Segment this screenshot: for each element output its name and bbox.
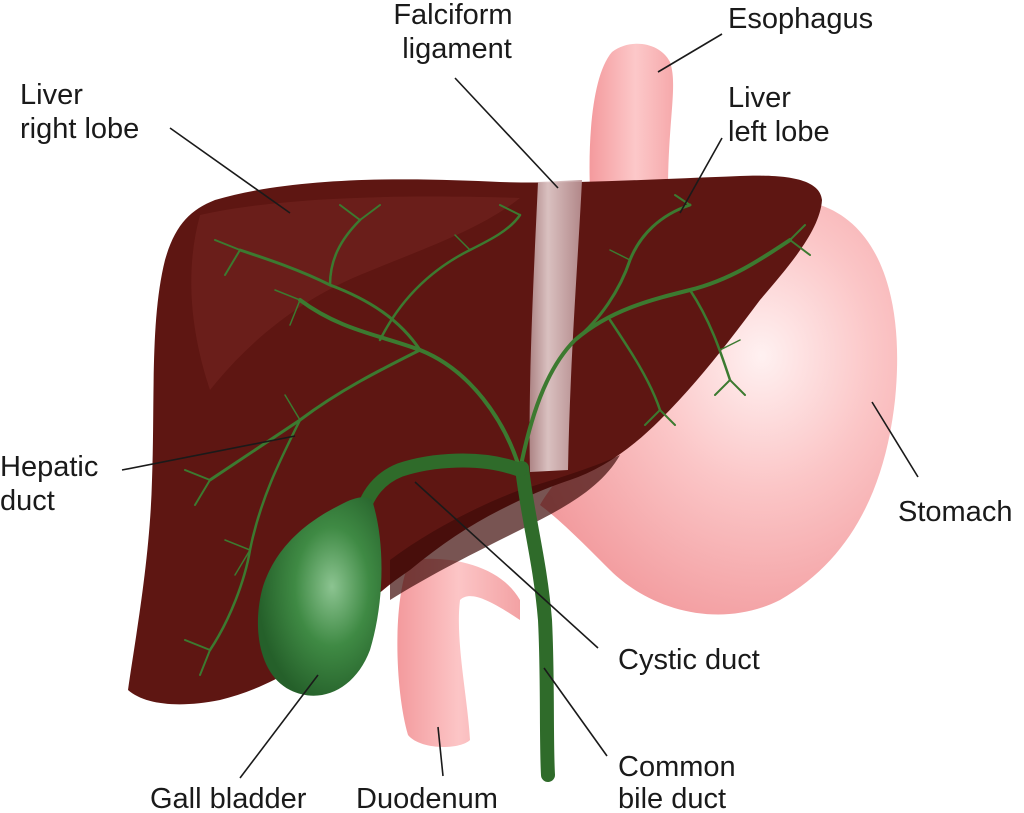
liver-highlight xyxy=(191,196,521,390)
label-liver-right-lobe-line2: right lobe xyxy=(20,113,139,145)
label-liver-left-lobe-line1: Liver xyxy=(728,82,791,114)
label-hepatic-duct-line1: Hepatic xyxy=(0,451,98,483)
leader-common-bile-duct xyxy=(543,667,608,757)
label-cystic-duct: Cystic duct xyxy=(618,644,760,676)
leader-liver-right-lobe xyxy=(169,127,291,214)
esophagus-shape xyxy=(589,43,674,190)
liver-underside xyxy=(390,455,620,600)
label-liver-right-lobe-line1: Liver xyxy=(20,79,83,111)
label-falciform-ligament: Falciform ligament xyxy=(393,0,520,65)
label-duodenum: Duodenum xyxy=(356,783,498,813)
label-liver-left-lobe-line2: left lobe xyxy=(728,116,830,148)
falciform-ligament-shape xyxy=(529,180,582,472)
label-stomach: Stomach xyxy=(898,496,1012,528)
label-falciform-ligament-line1: Falciform xyxy=(393,0,512,31)
duodenum-shape xyxy=(397,558,520,747)
label-esophagus: Esophagus xyxy=(728,3,873,35)
leader-esophagus xyxy=(657,33,723,73)
label-common-bile-duct: Common bile duct xyxy=(618,751,744,813)
label-gall-bladder: Gall bladder xyxy=(150,783,307,813)
label-falciform-ligament-line2: ligament xyxy=(402,33,512,65)
leader-duodenum xyxy=(437,726,444,777)
common-bile-duct-shape xyxy=(515,461,555,782)
label-common-bile-duct-line1: Common xyxy=(618,751,736,783)
leader-hepatic-duct xyxy=(121,435,296,471)
gall-bladder-shape xyxy=(257,497,382,696)
label-liver-right-lobe: Liver right lobe xyxy=(20,79,139,145)
leader-cystic-duct xyxy=(414,481,599,649)
leader-liver-left-lobe xyxy=(679,137,723,214)
label-hepatic-duct-line2: duct xyxy=(0,485,55,517)
hepatic-duct-branches xyxy=(184,194,811,676)
label-hepatic-duct: Hepatic duct xyxy=(0,451,106,517)
leader-stomach xyxy=(871,401,919,478)
leader-gall-bladder xyxy=(239,674,319,779)
label-liver-left-lobe: Liver left lobe xyxy=(728,82,830,148)
leader-falciform-ligament xyxy=(454,77,559,189)
label-common-bile-duct-line2: bile duct xyxy=(618,783,726,813)
